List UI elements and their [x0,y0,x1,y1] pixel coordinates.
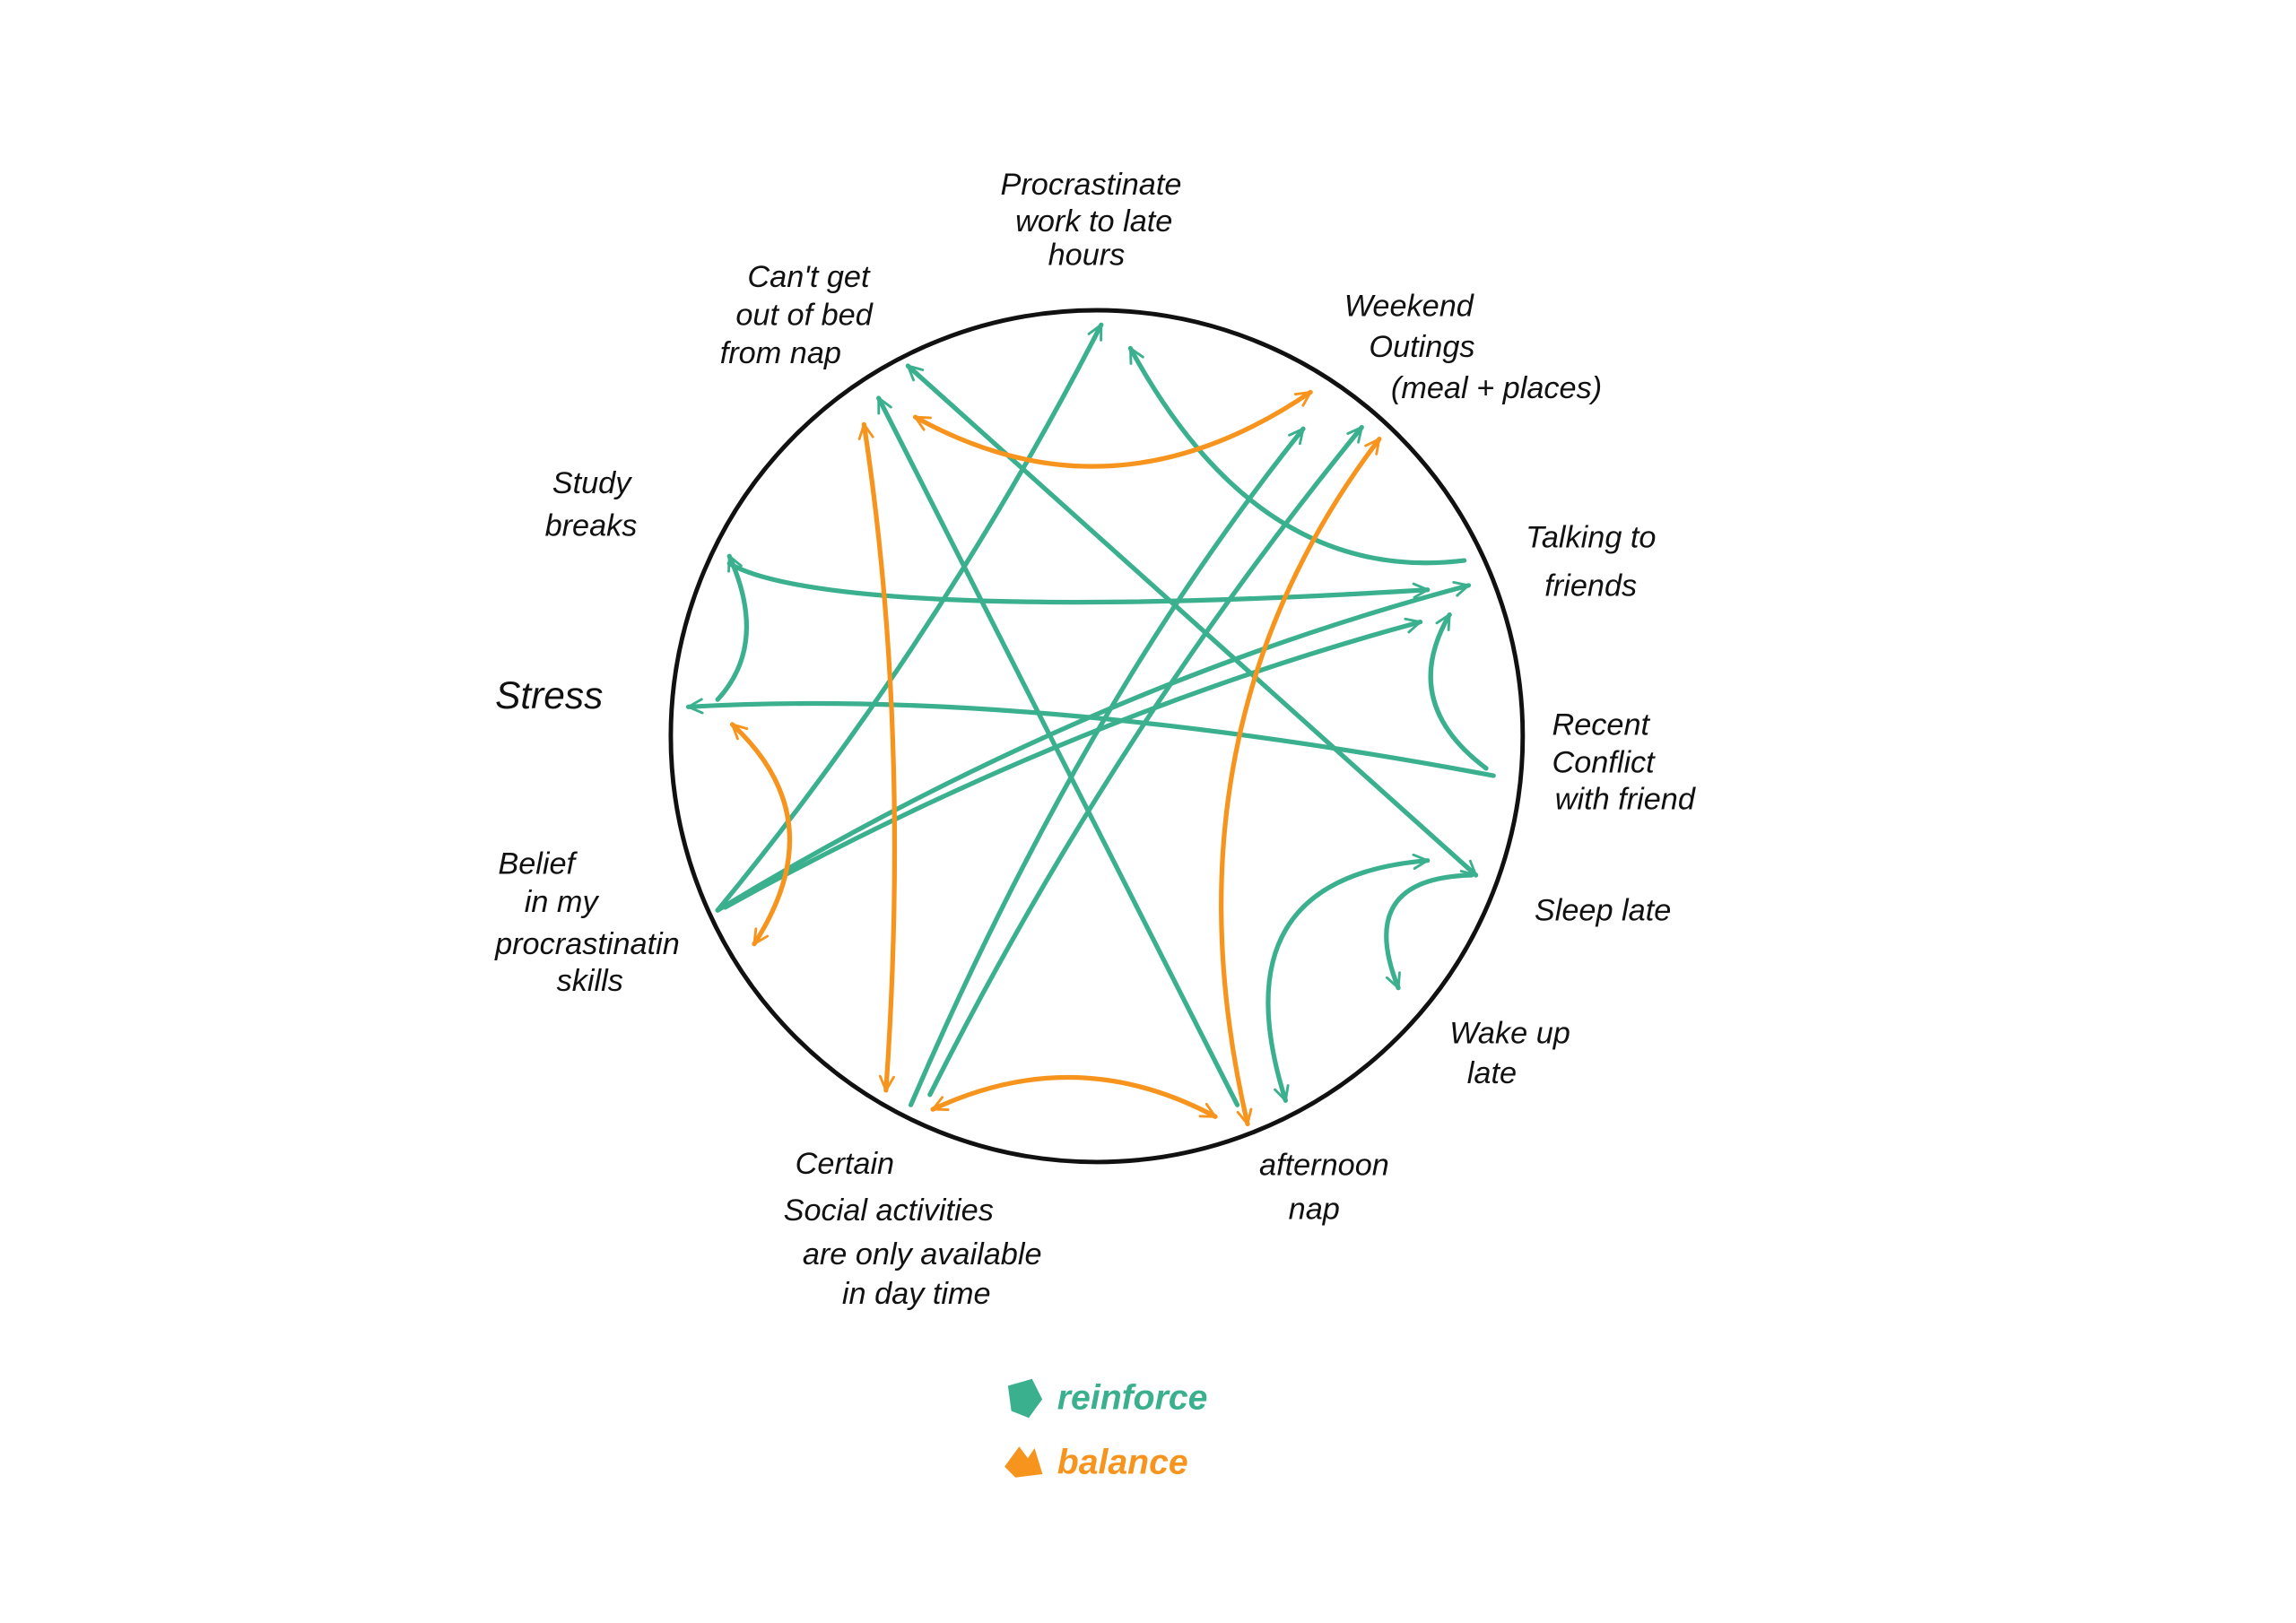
balance-arrow-cant-get-out-to-weekend [912,389,1313,469]
node-line: Belief [498,846,578,881]
node-line: friends [1544,568,1637,603]
node-line: skills [557,964,623,998]
node-recent-conflict: Recent Conflict with friend [1552,707,1695,816]
legend-swatch-reinforce [1007,1378,1043,1419]
node-line: Conflict [1552,746,1656,780]
edges-layer [685,322,1496,1127]
balance-arrow-stress-to-belief [729,722,793,947]
node-wake-up-late: Wake up late [1449,1017,1578,1090]
balance-arrow-certain-social-to-afternoon-nap [930,1074,1218,1119]
node-procrastinate: Procrastinate work to late hours [1001,168,1190,272]
legend-swatch-balance [1004,1446,1043,1478]
reinforce-arrow-stress-to-study-breaks [715,553,750,702]
node-weekend-outings: Weekend Outings (meal + places) [1344,290,1602,405]
node-line: Social activities [784,1193,994,1228]
node-line: from nap [720,336,841,370]
node-line: procrastinatin [494,927,680,961]
node-line: nap [1289,1193,1340,1227]
node-line: in my [525,885,600,919]
legend: reinforce balance [1004,1378,1208,1482]
node-line: Certain [796,1147,894,1181]
reinforce-arrow-belief-to-talking [715,580,1472,913]
node-line: Stress [495,674,603,716]
loop-circle [668,308,1526,1165]
node-line: Study [552,466,632,500]
node-line: breaks [545,508,638,542]
node-line: (meal + places) [1391,371,1602,405]
node-line: in day time [842,1277,991,1311]
balance-arrow-afternoon-nap-to-weekend [1219,437,1382,1127]
reinforce-arrow-afternoon-nap-to-cant-get-out [876,395,1240,1107]
node-line: Sleep late [1535,894,1671,928]
reinforce-arrow-cant-get-out-to-sleep-late [905,363,1479,878]
legend-label-reinforce: reinforce [1057,1379,1208,1418]
node-line: out of bed [735,298,873,332]
legend-label-balance: balance [1057,1444,1188,1482]
node-line: Weekend [1344,290,1474,324]
node-sleep-late: Sleep late [1535,894,1671,928]
node-cant-get-out-of-bed: Can't get out of bed from nap [720,260,882,370]
node-stress: Stress [495,674,603,716]
node-line: hours [1048,238,1126,272]
node-line: Outings [1369,330,1474,364]
node-line: Talking to [1526,520,1656,554]
reinforce-arrow-certain-social-to-weekend [908,426,1306,1107]
reinforce-arrow-belief-to-procrastinate [715,322,1104,913]
node-line: Recent [1552,707,1650,742]
node-line: Wake up [1449,1017,1570,1051]
node-study-breaks: Study breaks [545,466,639,542]
node-line: are only available [803,1237,1042,1271]
node-line: with friend [1555,783,1696,817]
reinforce-arrow-recent-conflict-to-talking [1428,612,1489,771]
reinforce-arrow-study-breaks-to-talking [726,560,1431,605]
node-line: Can't get [747,260,871,294]
node-afternoon-nap: afternoon nap [1259,1149,1397,1227]
reinforce-arrow-sleep-late-to-wake-up-late [1384,872,1474,991]
node-belief: Belief in my procrastinatin skills [494,846,688,998]
balance-arrow-cant-get-out-to-certain-social [857,421,898,1093]
node-talking-to-friends: Talking to friends [1526,520,1665,603]
node-line: late [1467,1056,1517,1090]
node-line: afternoon [1259,1149,1389,1183]
node-line: work to late [1015,204,1172,239]
node-certain-social-activities: Certain Social activities are only avail… [784,1147,1050,1311]
node-line: Procrastinate [1001,168,1182,202]
